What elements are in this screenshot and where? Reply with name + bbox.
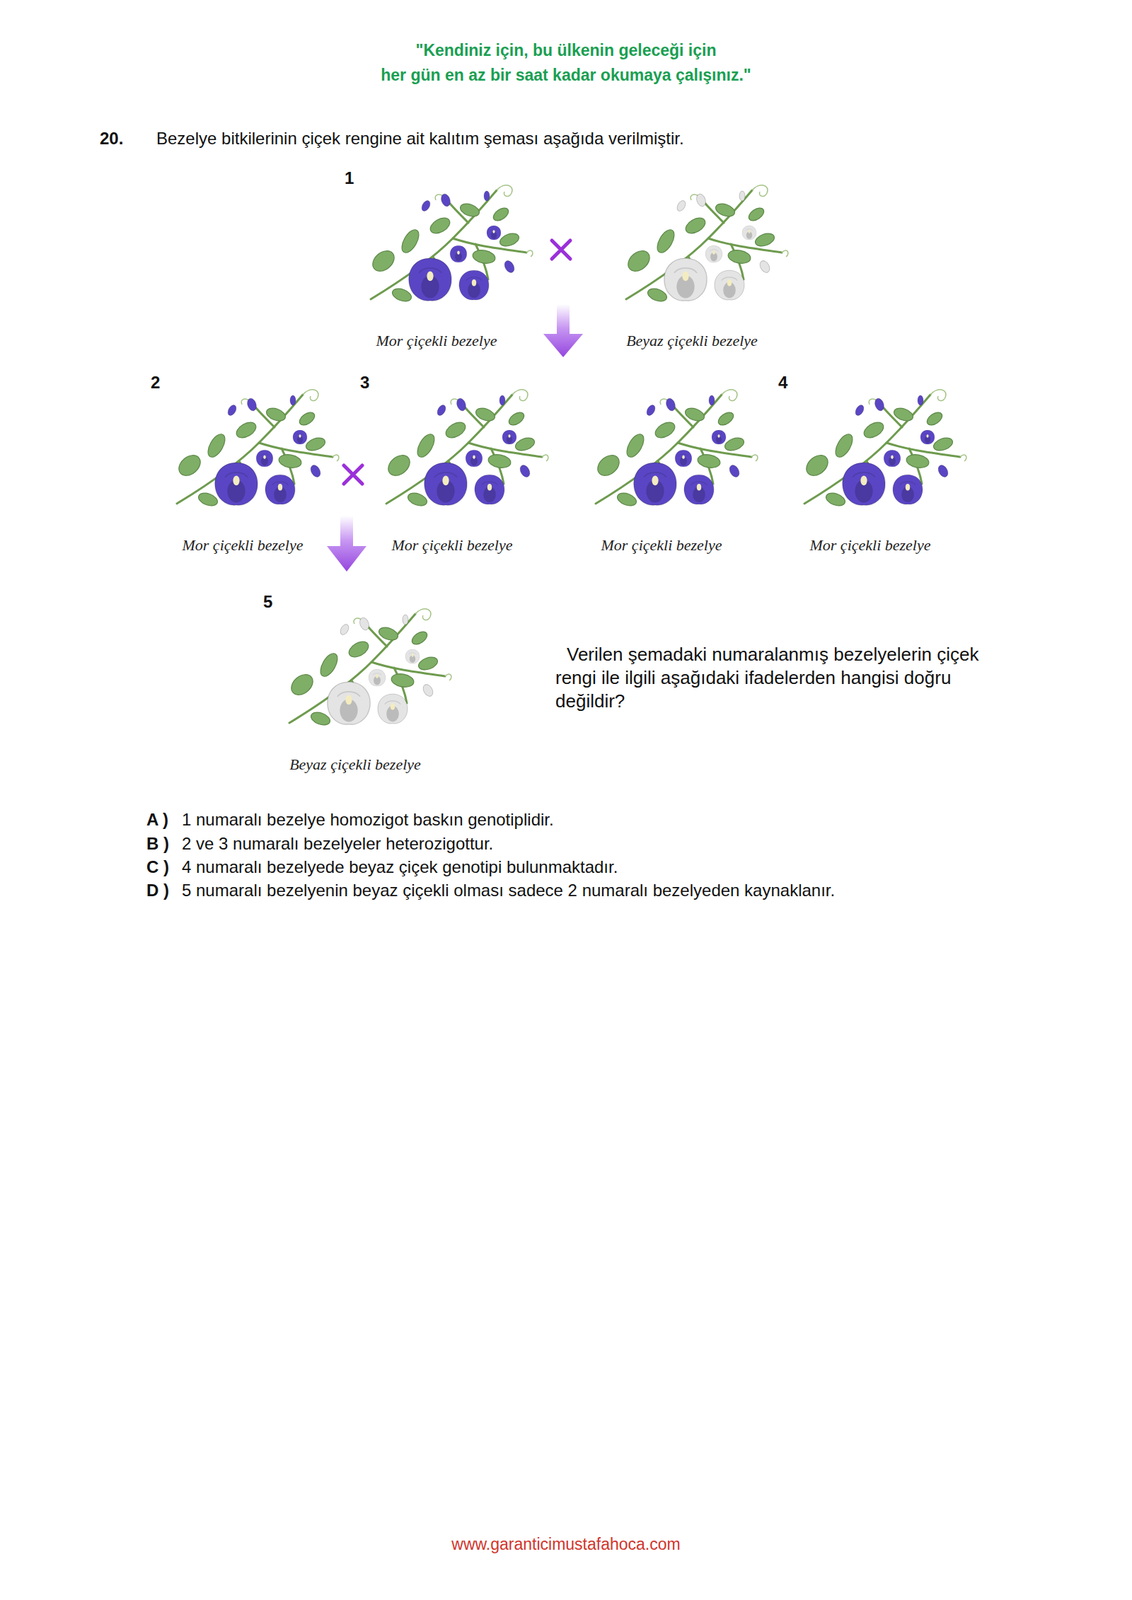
plant-caption: Mor çiçekli bezelye [544,536,779,555]
option-letter: B ) [146,833,170,854]
option-text: 5 numaralı bezelyenin beyaz çiçekli olma… [181,880,835,901]
purple-plant [802,389,967,509]
plant-figure: Beyaz çiçekli bezelye [575,173,809,354]
plant-figure: 5Beyaz çiçekli bezelye [238,597,472,777]
cross-symbols [343,240,571,484]
plant-figure: 1Mor çiçekli bezelye [319,173,554,354]
plant-caption: Beyaz çiçekli bezelye [575,331,809,351]
plant-caption: Mor çiçekli bezelye [753,536,987,555]
plant-caption: Beyaz çiçekli bezelye [238,755,472,775]
cross-symbol [343,465,363,484]
option-letter: C ) [146,856,170,878]
plant-caption: Mor çiçekli bezelye [319,331,554,351]
question-number: 20. [99,128,124,149]
plant-caption: Mor çiçekli bezelye [335,536,569,555]
option-letter: D ) [146,880,170,901]
callout-number: 4 [778,372,788,393]
header-quote: her gün en az bir saat kadar okumaya çal… [0,65,1132,85]
option-text: 4 numaralı bezelyede beyaz çiçek genotip… [181,856,618,878]
cross-symbol [551,240,571,259]
white-plant [624,185,789,305]
purple-plant [593,389,758,509]
callout-number: 3 [360,372,370,393]
down-arrow [326,515,367,572]
plant-figure: 3Mor çiçekli bezelye [335,377,569,558]
plant-figure: 2Mor çiçekli bezelye [125,377,360,558]
question-intro: Bezelye bitkilerinin çiçek rengine ait k… [156,128,685,149]
question-stem: Verilen şemadaki numaralanmış bezelyeler… [555,643,980,714]
purple-plant [384,389,549,509]
option-letter: A ) [146,809,169,830]
callout-number: 5 [263,592,273,612]
down-arrow [543,304,583,358]
footer-url: www.garanticimustafahoca.com [0,1534,1132,1555]
callout-number: 1 [344,168,354,189]
plant-caption: Mor çiçekli bezelye [125,536,360,555]
purple-plant [368,185,533,305]
callout-number: 2 [150,372,160,393]
white-plant [287,609,452,729]
option-text: 2 ve 3 numaralı bezelyeler heterozigottu… [181,833,494,854]
purple-plant [174,389,339,509]
header-quote: "Kendiniz için, bu ülkenin geleceği için [0,40,1132,61]
option-text: 1 numaralı bezelye homozigot baskın geno… [181,809,554,830]
plant-figure: Mor çiçekli bezelye [544,377,779,558]
plant-figure: 4Mor çiçekli bezelye [753,377,987,558]
